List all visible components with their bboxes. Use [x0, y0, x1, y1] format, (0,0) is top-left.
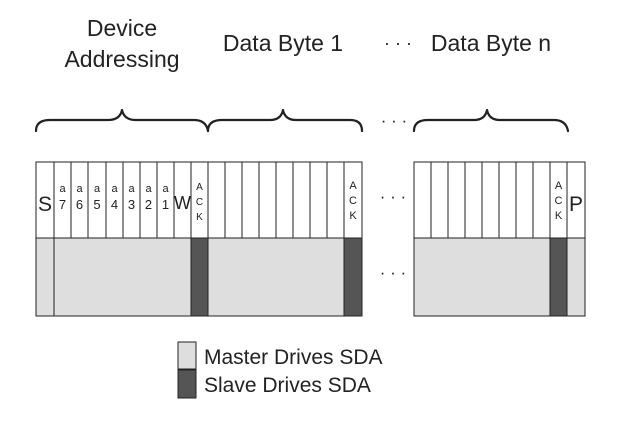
ack-letter: C [196, 197, 203, 208]
address-bit-number: 1 [162, 197, 169, 212]
address-bit-letter: a [128, 183, 135, 195]
ack-letter: K [196, 212, 203, 223]
data-bit-cell [481, 161, 500, 239]
slave-drive-segment [343, 237, 363, 317]
data-bit-cell [275, 161, 294, 239]
slave-drive-segment [549, 237, 568, 317]
data-bit-cell [447, 161, 466, 239]
data-byte-n-cells [413, 161, 586, 239]
sda-driver-row [35, 237, 586, 317]
address-bit-number: 5 [93, 197, 100, 212]
data-bit-cell [430, 161, 449, 239]
data-byte-1-cells [207, 161, 363, 239]
master-drive-segment [35, 237, 55, 317]
data-bit-cell [309, 161, 328, 239]
data-bit-cell [532, 161, 551, 239]
address-bit-letter: a [76, 183, 83, 195]
device-addressing-frame [35, 161, 209, 239]
ack-letter: K [349, 210, 357, 222]
bottom-row-ellipsis: · · · [380, 263, 406, 282]
data-byte-n-brace [412, 108, 570, 133]
ack-letter: A [196, 182, 203, 193]
ack-letter: C [349, 195, 357, 207]
address-bit-number: 7 [59, 197, 66, 212]
data-bit-cell [515, 161, 534, 239]
data-bit-cell [498, 161, 517, 239]
start-bit-label: S [38, 193, 52, 216]
address-bit-letter: a [145, 183, 152, 195]
data-bit-cell [292, 161, 311, 239]
legend-slave-swatch [177, 369, 197, 399]
ack-label-2: A C K [349, 180, 357, 222]
data-bit-cell [224, 161, 243, 239]
data-byte-1-title: Data Byte 1 [223, 30, 343, 56]
device-addressing-title-line1: Device [87, 15, 157, 41]
data-byte-1-brace [206, 108, 364, 133]
ack-letter: A [555, 180, 563, 192]
brace-ellipsis: · · · [381, 111, 407, 130]
data-byte-n-title: Data Byte n [431, 30, 551, 56]
address-bit-letter: a [94, 183, 101, 195]
legend: Master Drives SDA Slave Drives SDA [177, 341, 383, 399]
address-bit-letter: a [162, 183, 169, 195]
ack-letter: K [555, 210, 563, 222]
legend-slave-label: Slave Drives SDA [204, 374, 371, 397]
ack-letter: C [555, 195, 563, 207]
device-addressing-brace [34, 108, 210, 133]
address-bit-number: 3 [128, 197, 135, 212]
write-bit-label: W [174, 193, 191, 213]
address-bit-letter: a [111, 183, 118, 195]
header-ellipsis: · · · [384, 33, 412, 53]
device-addressing-title-line2: Addressing [64, 46, 179, 72]
stop-bit-label: P [569, 193, 583, 216]
data-bit-cell [207, 161, 226, 239]
master-drive-segment [566, 237, 586, 317]
data-bit-cell [326, 161, 345, 239]
address-bit-number: 4 [111, 197, 118, 212]
ack-label-1: A C K [196, 182, 203, 223]
address-bit-number: 6 [76, 197, 83, 212]
row-ellipsis: · · · [380, 187, 406, 206]
address-bit-labels: a 7 a 6 a 5 a 4 a 3 a 2 a 1 [59, 183, 170, 212]
legend-master-label: Master Drives SDA [204, 346, 383, 369]
legend-master-swatch [177, 341, 197, 370]
ack-letter: A [349, 180, 357, 192]
master-drive-segment [413, 237, 551, 317]
address-bit-letter: a [59, 183, 66, 195]
data-bit-cell [258, 161, 277, 239]
address-bit-number: 2 [145, 197, 152, 212]
data-bit-cell [241, 161, 260, 239]
ack-label-3: A C K [555, 180, 563, 222]
master-drive-segment [207, 237, 345, 317]
data-bit-cell [464, 161, 483, 239]
slave-drive-segment [190, 237, 209, 317]
master-drive-segment [53, 237, 192, 317]
data-bit-cell [413, 161, 432, 239]
